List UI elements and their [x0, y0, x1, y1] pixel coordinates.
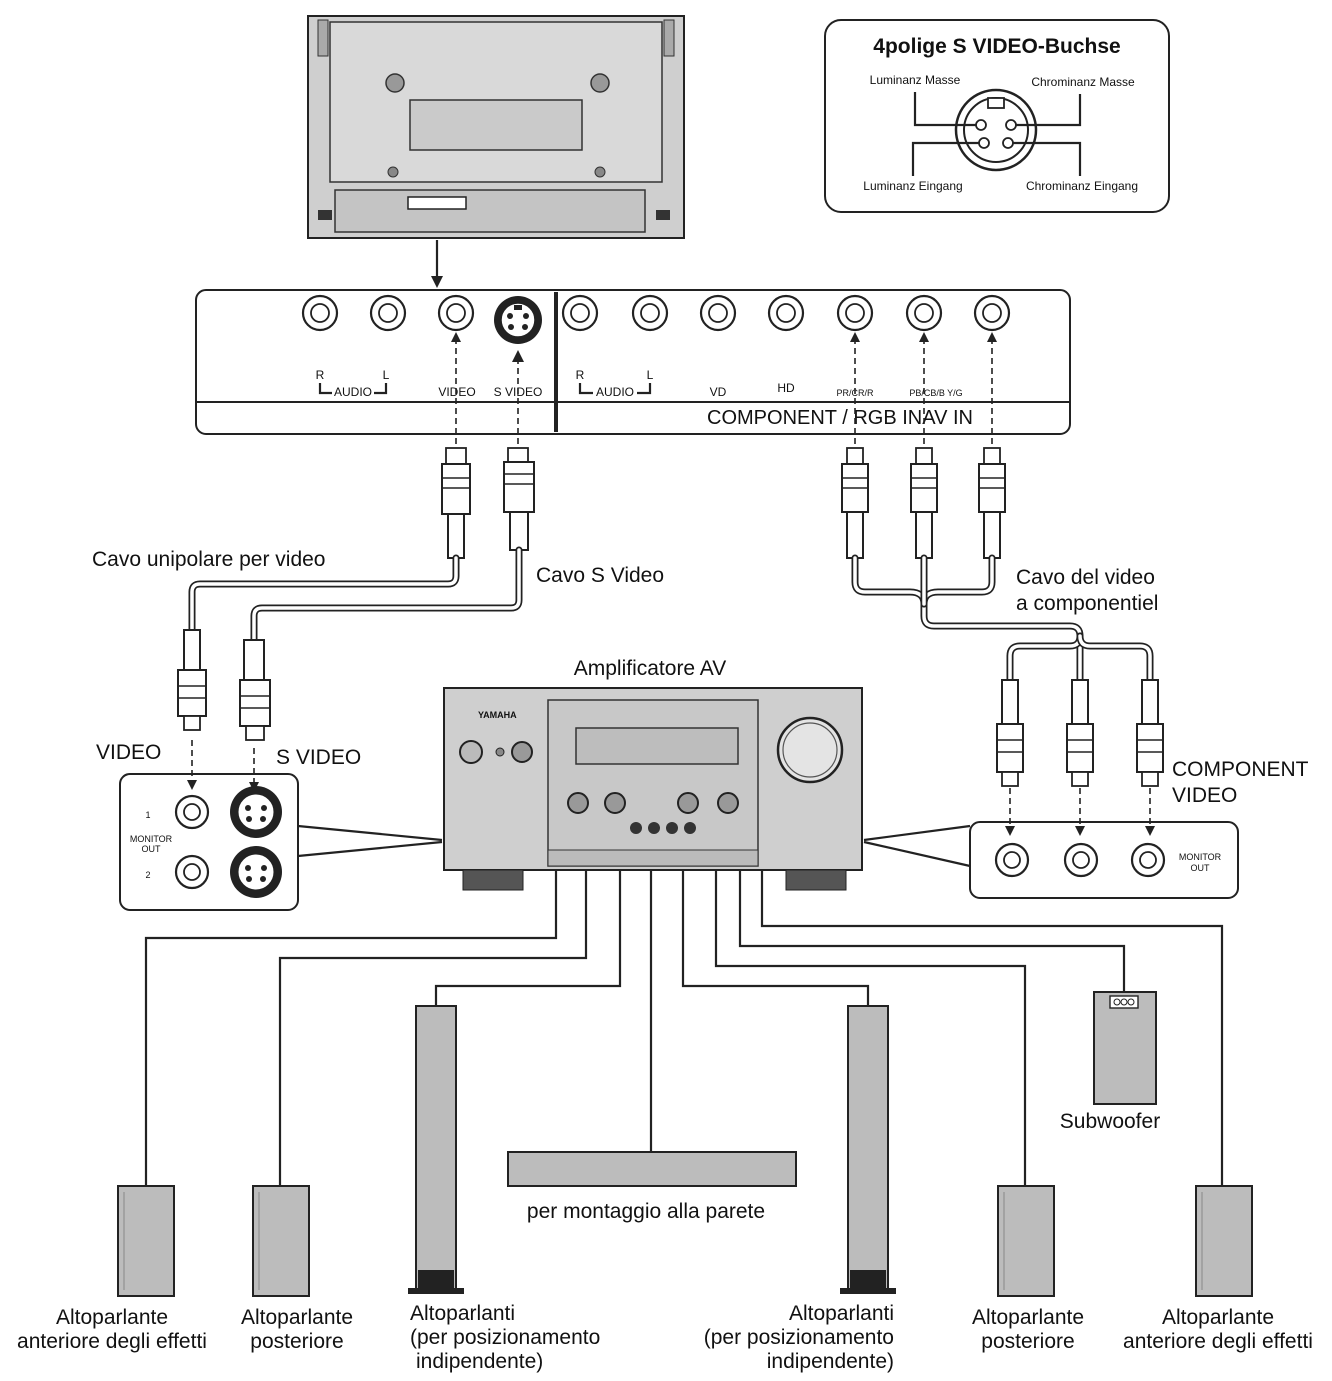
- av-amplifier: YAMAHA: [443, 687, 863, 891]
- label-standalone-right-2: (per posizionamento: [704, 1326, 894, 1349]
- jack-svideo-input[interactable]: [494, 296, 542, 344]
- label-component-video-1: COMPONENT: [1172, 758, 1309, 781]
- label-monitor-out-right-1: MONITOR: [1179, 852, 1222, 862]
- label-video-out: VIDEO: [96, 741, 161, 764]
- svideo-socket-inset: 4polige S VIDEO-Buchse Luminanz Masse Ch…: [824, 19, 1170, 213]
- label-row-2: 2: [145, 870, 150, 880]
- control-knob-1[interactable]: [567, 792, 589, 814]
- speaker-front-effects-left: [117, 1185, 175, 1297]
- jack-monitor-video-1[interactable]: [174, 794, 210, 830]
- tv-connection-panel: R L AUDIO VIDEO S VIDEO R L AUDIO VD HD …: [195, 289, 1071, 435]
- speaker-standalone-right: [840, 1005, 896, 1294]
- label-front-effects-left-2: anteriore degli effetti: [17, 1330, 207, 1353]
- pin-luminance-input: Luminanz Eingang: [863, 179, 962, 193]
- speaker-front-effects-right: [1195, 1185, 1253, 1297]
- jack-audio-r-left[interactable]: [301, 294, 339, 332]
- pin-luminance-ground: Luminanz Masse: [870, 73, 961, 87]
- label-audio-l-right: L: [647, 368, 654, 382]
- speaker-standalone-left: [408, 1005, 464, 1294]
- speaker-rear-right: [997, 1185, 1055, 1297]
- tv-rear-panel: [307, 15, 685, 288]
- label-av-amplifier: Amplificatore AV: [574, 657, 727, 680]
- label-audio-left: AUDIO: [334, 385, 372, 399]
- pin-chrominance-input: Chrominanz Eingang: [1026, 179, 1138, 193]
- label-single-video-cable: Cavo unipolare per video: [92, 548, 325, 571]
- jack-pb[interactable]: [905, 294, 943, 332]
- label-component-cable-1: Cavo del video: [1016, 566, 1155, 589]
- jack-monitor-svideo-1[interactable]: [230, 786, 282, 838]
- label-wall-mount: per montaggio alla parete: [527, 1200, 765, 1223]
- svideo-socket-title: 4polige S VIDEO-Buchse: [873, 35, 1120, 58]
- label-subwoofer: Subwoofer: [1060, 1110, 1160, 1133]
- label-front-effects-right-1: Altoparlante: [1162, 1306, 1274, 1329]
- label-svideo-cable: Cavo S Video: [536, 564, 664, 587]
- label-audio-right: AUDIO: [596, 385, 634, 399]
- jack-pr[interactable]: [836, 294, 874, 332]
- label-svideo-out: S VIDEO: [276, 746, 361, 769]
- control-knob-3[interactable]: [677, 792, 699, 814]
- jack-component-out-y[interactable]: [994, 842, 1030, 878]
- label-audio-r-right: R: [576, 368, 585, 382]
- label-audio-l-left: L: [383, 368, 390, 382]
- component-cable: [841, 447, 1164, 787]
- label-standalone-right-1: Altoparlanti: [789, 1302, 894, 1325]
- subwoofer: [1093, 991, 1157, 1105]
- jack-vd[interactable]: [699, 294, 737, 332]
- jack-audio-r-right[interactable]: [561, 294, 599, 332]
- speaker-wires: [144, 870, 1224, 1186]
- video-cable: [177, 447, 471, 731]
- label-monitor-out-2: OUT: [142, 844, 162, 854]
- jack-audio-l-left[interactable]: [369, 294, 407, 332]
- label-hd: HD: [777, 381, 795, 395]
- label-vd: VD: [710, 385, 727, 399]
- label-video: VIDEO: [438, 385, 475, 399]
- input-knob[interactable]: [511, 741, 533, 763]
- svideo-cable: [239, 447, 535, 741]
- label-component-rgb: COMPONENT / RGB INAV IN: [707, 407, 973, 429]
- control-knob-4[interactable]: [717, 792, 739, 814]
- label-rear-left-1: Altoparlante: [241, 1306, 353, 1329]
- jack-monitor-video-2[interactable]: [174, 854, 210, 890]
- jack-component-out-pb[interactable]: [1063, 842, 1099, 878]
- label-pb: PB/CB/B Y/G: [909, 388, 962, 398]
- label-rear-right-2: posteriore: [981, 1330, 1074, 1353]
- label-component-cable-2: a componentiel: [1016, 592, 1158, 615]
- label-front-effects-left-1: Altoparlante: [56, 1306, 168, 1329]
- signal-arrows-tv: [451, 332, 997, 448]
- label-rear-right-1: Altoparlante: [972, 1306, 1084, 1329]
- amplifier-brand: YAMAHA: [478, 710, 517, 720]
- label-standalone-right-3: indipendente): [767, 1350, 894, 1373]
- jack-audio-l-right[interactable]: [631, 294, 669, 332]
- jack-monitor-svideo-2[interactable]: [230, 846, 282, 898]
- jack-y[interactable]: [973, 294, 1011, 332]
- power-button[interactable]: [459, 740, 483, 764]
- label-row-1: 1: [145, 810, 150, 820]
- label-standalone-left-3: indipendente): [416, 1350, 543, 1373]
- amplifier-display: [575, 727, 739, 765]
- control-knob-2[interactable]: [604, 792, 626, 814]
- label-audio-r-left: R: [316, 368, 325, 382]
- label-standalone-left-1: Altoparlanti: [410, 1302, 515, 1325]
- jack-component-out-pr[interactable]: [1130, 842, 1166, 878]
- volume-knob[interactable]: [776, 716, 844, 784]
- monitor-out-right: COMPONENT VIDEO MONITOR OUT: [863, 758, 1309, 899]
- pin-chrominance-ground: Chrominanz Masse: [1031, 75, 1135, 89]
- label-monitor-out-right-2: OUT: [1191, 863, 1211, 873]
- label-standalone-left-2: (per posizionamento: [410, 1326, 600, 1349]
- label-rear-left-2: posteriore: [250, 1330, 343, 1353]
- speaker-rear-left: [252, 1185, 310, 1297]
- monitor-out-left: VIDEO S VIDEO 1 2 MONITOR OUT: [96, 740, 443, 911]
- jack-hd[interactable]: [767, 294, 805, 332]
- label-front-effects-right-2: anteriore degli effetti: [1123, 1330, 1313, 1353]
- speaker-wall-mount: [507, 1151, 797, 1187]
- label-component-video-2: VIDEO: [1172, 784, 1237, 807]
- label-monitor-out-1: MONITOR: [130, 834, 173, 844]
- jack-video-input[interactable]: [437, 294, 475, 332]
